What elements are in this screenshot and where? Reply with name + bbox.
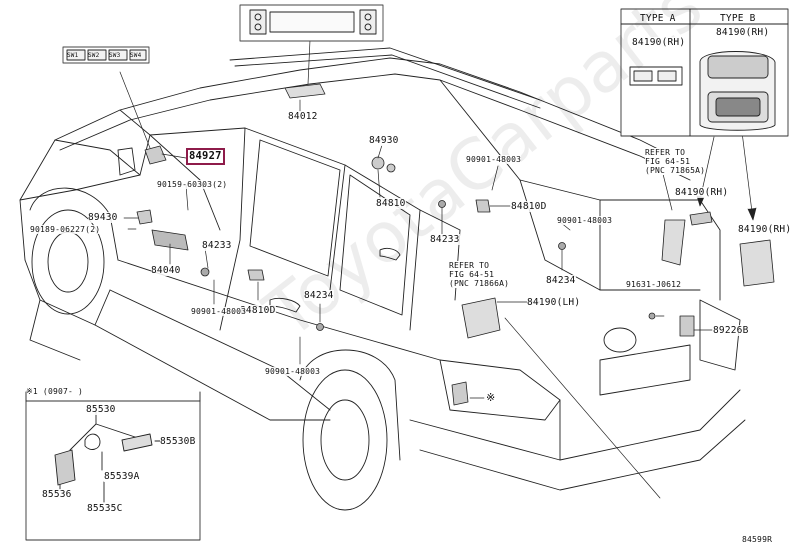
part-label-84927-highlighted[interactable]: 84927	[186, 148, 225, 165]
part-label-90189-06227[interactable]: 90189-06227(2)	[30, 225, 101, 234]
ref-note-line: (PNC 71865A)	[645, 166, 706, 175]
part-label-84190-lh[interactable]: 84190(LH)	[527, 297, 581, 308]
part-label-84234-rear[interactable]: 84234	[546, 275, 576, 286]
switch-panel-label-2: SW2	[88, 52, 100, 59]
switch-panel-label-1: SW1	[67, 52, 79, 59]
part-label-90901-48003-d[interactable]: 90901-48003	[265, 367, 321, 376]
detail-inset-frame	[25, 391, 201, 541]
part-label-84233-front[interactable]: 84233	[202, 240, 232, 251]
overhead-switch-panel-inset	[239, 4, 384, 42]
ref-note-line: FIG 64-51	[449, 270, 495, 279]
detail-inset-header: ※1 (0907- )	[26, 387, 84, 396]
part-label-84190-rh-side[interactable]: 84190(RH)	[738, 224, 792, 235]
type-b-title: TYPE B	[720, 13, 756, 24]
leader-lines	[119, 39, 757, 499]
part-label-84810[interactable]: 84810	[376, 198, 406, 209]
ref-note-line: REFER TO	[449, 261, 490, 270]
component-glyphs	[136, 83, 775, 406]
part-label-84012[interactable]: 84012	[288, 111, 318, 122]
part-label-84190-rh-type-a[interactable]: 84190(RH)	[632, 37, 686, 48]
part-label-89430[interactable]: 89430	[88, 212, 118, 223]
window-switch-panel-inset	[62, 46, 150, 64]
type-a-title: TYPE A	[640, 13, 676, 24]
part-label-89226B[interactable]: 89226B	[713, 325, 749, 336]
part-label-84190-rh-type-b[interactable]: 84190(RH)	[716, 27, 770, 38]
ref-note-line: REFER TO	[645, 148, 686, 157]
ref-note-line: FIG 64-51	[645, 157, 691, 166]
switch-panel-label-4: SW4	[130, 52, 142, 59]
part-label-90901-48003-b[interactable]: 90901-48003	[557, 216, 613, 225]
part-label-84233-rear[interactable]: 84233	[430, 234, 460, 245]
part-label-84930[interactable]: 84930	[369, 135, 399, 146]
part-label-90901-48003-c[interactable]: 90901-48003	[191, 307, 247, 316]
part-label-84810D-rear[interactable]: 84810D	[511, 201, 547, 212]
reference-note-71866A[interactable]: REFER TO FIG 64-51 (PNC 71866A)	[449, 261, 510, 288]
diagram-code: 84599R	[742, 535, 773, 544]
part-label-90159-60303[interactable]: 90159-60303(2)	[157, 180, 228, 189]
part-label-84234-front[interactable]: 84234	[304, 290, 334, 301]
part-label-85535C[interactable]: 85535C	[87, 503, 123, 514]
part-label-84040[interactable]: 84040	[151, 265, 181, 276]
star-mark: ※	[486, 391, 496, 404]
part-label-85530[interactable]: 85530	[86, 404, 116, 415]
part-label-91631-j0612[interactable]: 91631-J0612	[626, 280, 682, 289]
part-label-85539A[interactable]: 85539A	[104, 471, 140, 482]
part-label-90901-48003-a[interactable]: 90901-48003	[466, 155, 522, 164]
part-label-85536[interactable]: 85536	[42, 489, 72, 500]
ref-note-line: (PNC 71866A)	[449, 279, 510, 288]
switch-panel-label-3: SW3	[109, 52, 121, 59]
part-label-85530B[interactable]: 85530B	[160, 436, 196, 447]
part-label-84810D-front[interactable]: 84810D	[240, 305, 276, 316]
part-label-84190-rh-tailgate[interactable]: 84190(RH)	[675, 187, 729, 198]
reference-note-71865A[interactable]: REFER TO FIG 64-51 (PNC 71865A)	[645, 148, 706, 175]
